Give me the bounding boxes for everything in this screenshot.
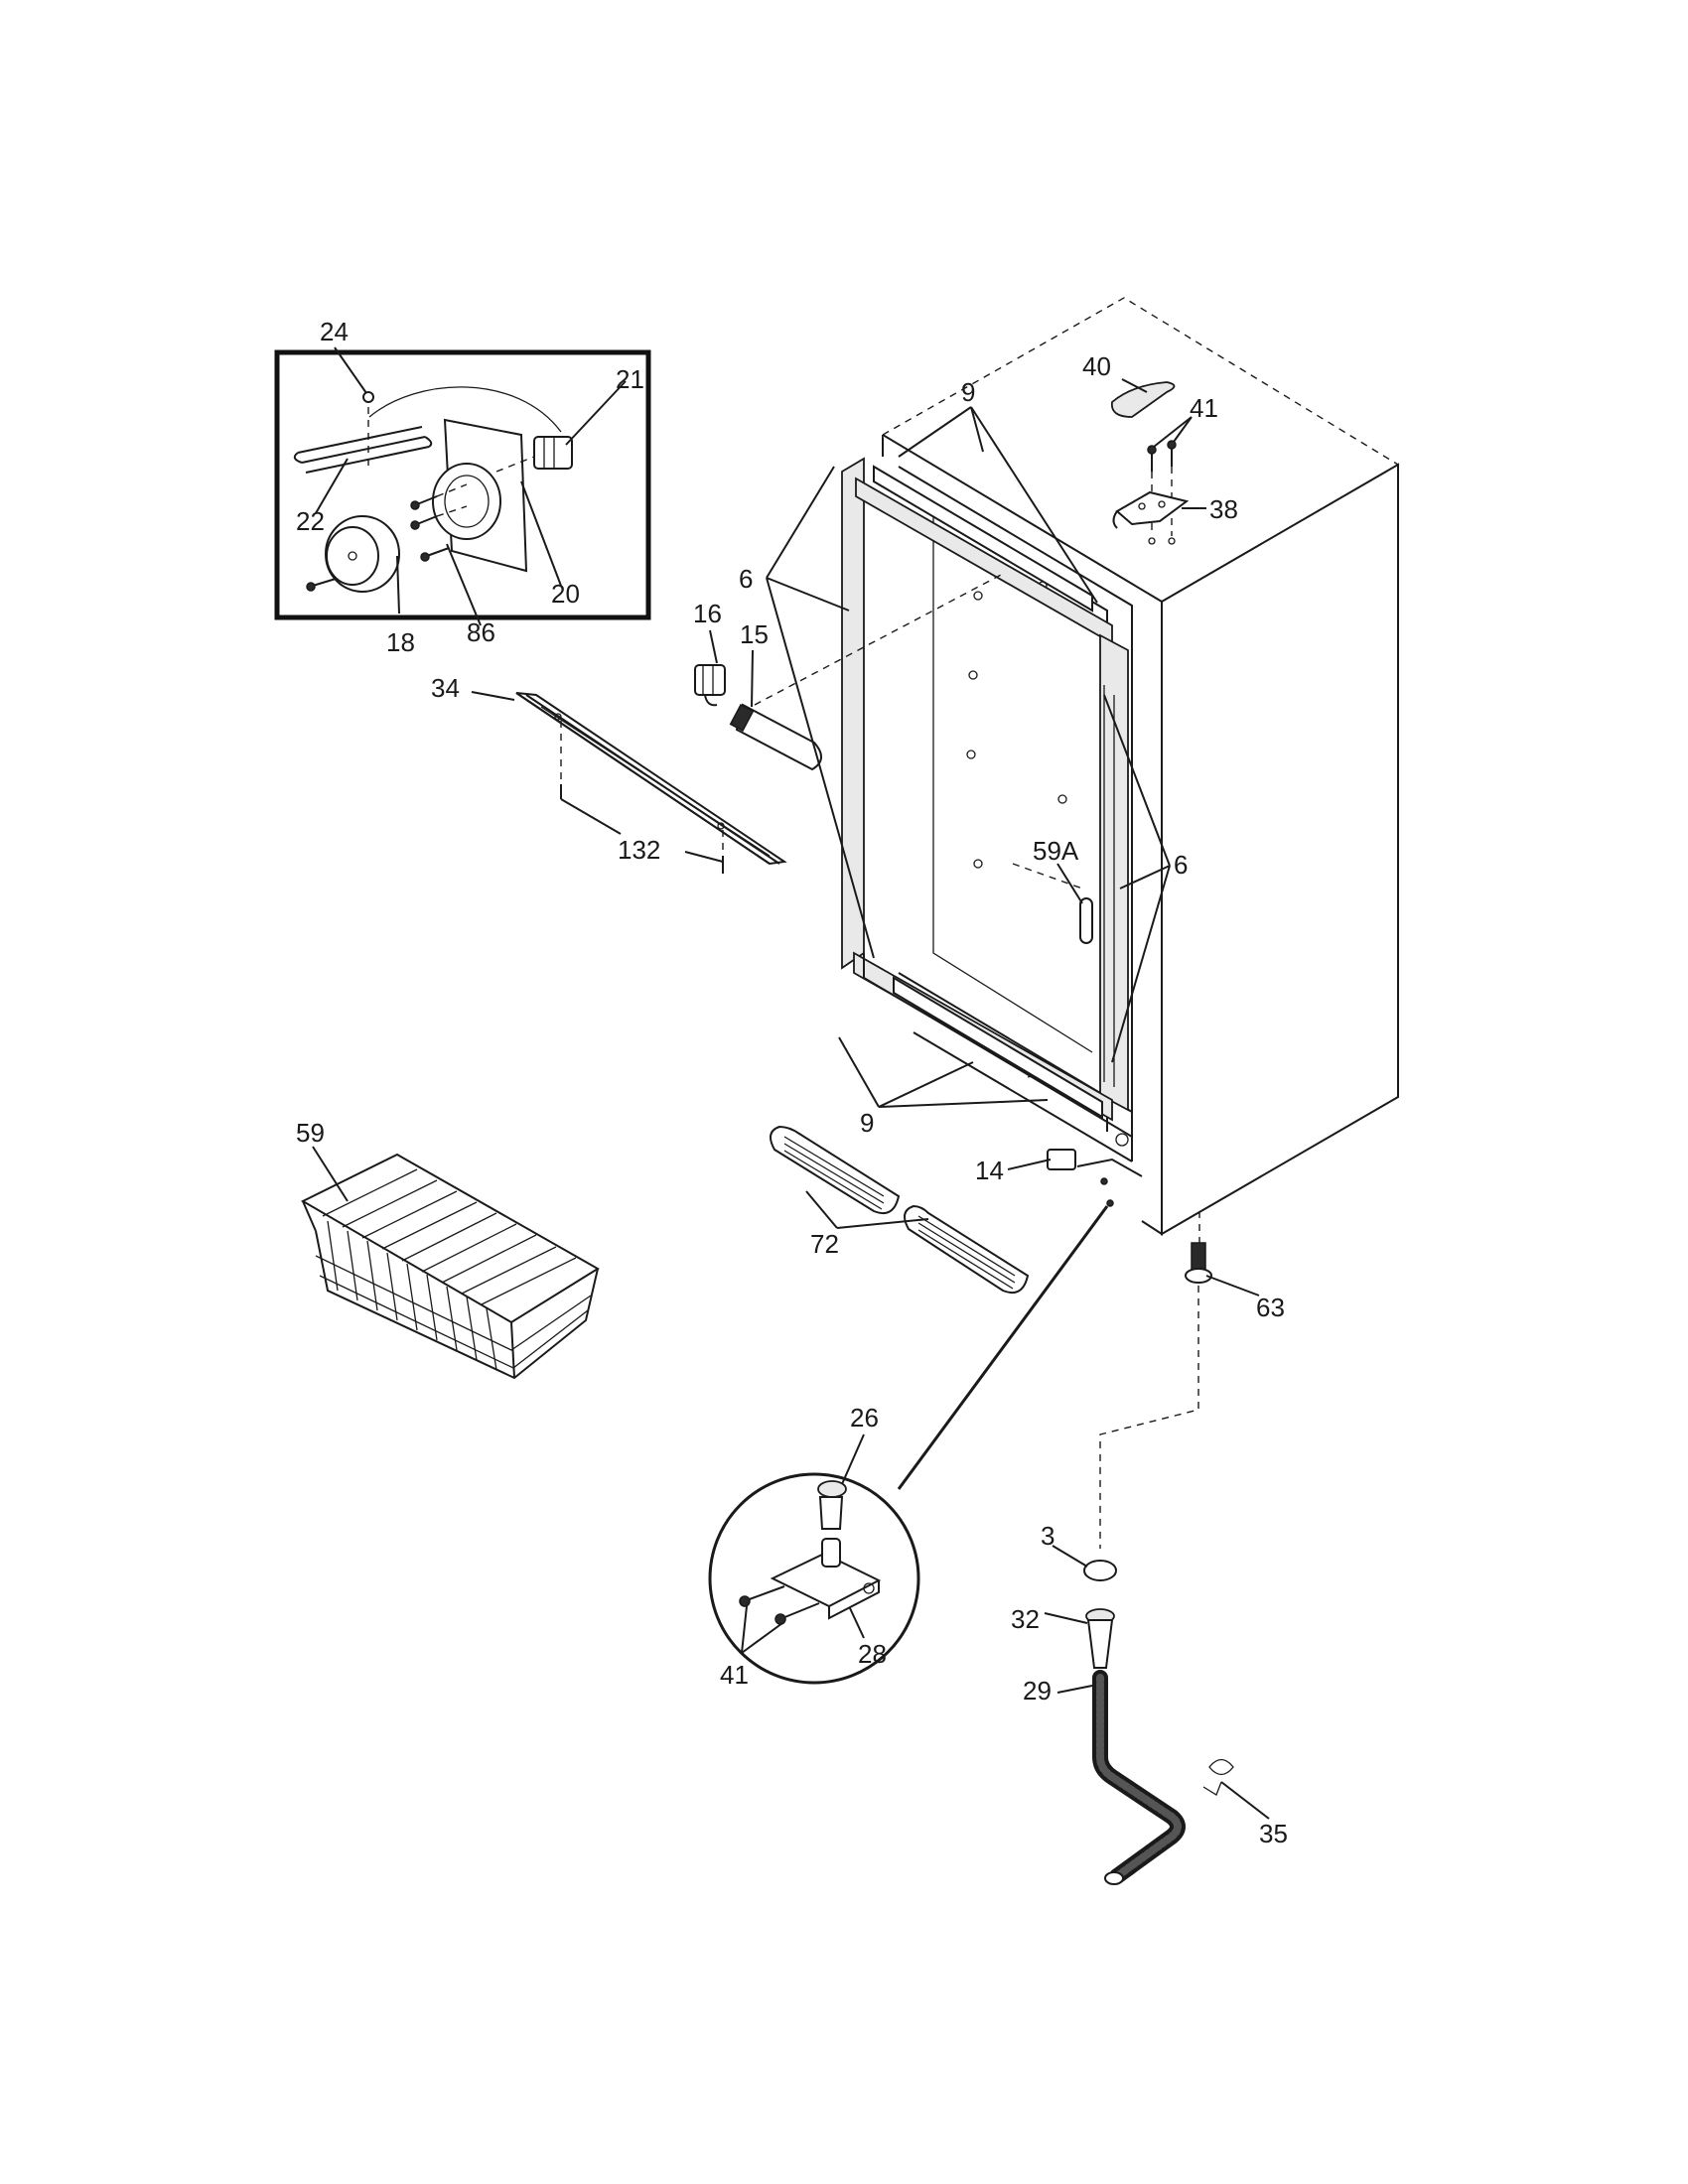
top-hinge <box>1112 490 1190 529</box>
trim-strip <box>515 692 787 866</box>
vent-grilles <box>770 1125 1030 1295</box>
label-15: 15 <box>740 619 769 649</box>
label-3: 3 <box>1041 1521 1055 1551</box>
label-59A: 59A <box>1033 836 1079 866</box>
fan-assembly-inset <box>274 349 651 620</box>
label-35: 35 <box>1259 1819 1288 1848</box>
label-34: 34 <box>431 673 460 703</box>
label-40: 40 <box>1082 351 1111 381</box>
tube-clip <box>1202 1758 1234 1796</box>
wire-basket <box>300 1153 600 1380</box>
label-38: 38 <box>1209 494 1238 524</box>
label-41-top: 41 <box>1190 393 1218 423</box>
label-24: 24 <box>320 317 349 346</box>
label-132: 132 <box>618 835 660 865</box>
label-86: 86 <box>467 617 495 647</box>
label-9-bottom: 9 <box>860 1108 874 1138</box>
trim-screws <box>560 784 724 874</box>
label-29: 29 <box>1023 1676 1052 1706</box>
label-6-right: 6 <box>1174 850 1188 880</box>
label-63: 63 <box>1256 1293 1285 1322</box>
hinge-detail-circle <box>708 1472 920 1685</box>
drain-tube <box>1092 1670 1186 1885</box>
label-72: 72 <box>810 1229 839 1259</box>
thermostat <box>694 664 726 707</box>
leader-lines <box>312 346 1270 1820</box>
label-16: 16 <box>693 599 722 628</box>
label-14: 14 <box>975 1156 1004 1185</box>
door-switch <box>1012 863 1093 944</box>
label-20: 20 <box>551 579 580 609</box>
label-9-top: 9 <box>961 377 975 407</box>
label-32: 32 <box>1011 1604 1040 1634</box>
drain-fitting <box>1085 1608 1115 1669</box>
label-22: 22 <box>296 506 325 536</box>
hinge-cover <box>1110 381 1176 418</box>
drain-plug <box>1083 1286 1199 1581</box>
label-18: 18 <box>386 627 415 657</box>
bottom-hinge-bracket <box>897 1133 1143 1490</box>
label-26: 26 <box>850 1403 879 1433</box>
freezer-cabinet <box>841 297 1400 1261</box>
label-41-bottom: 41 <box>720 1660 749 1690</box>
label-28: 28 <box>858 1639 887 1669</box>
label-59: 59 <box>296 1118 325 1148</box>
label-21: 21 <box>616 364 644 394</box>
leveling-leg <box>1185 1242 1212 1284</box>
label-6-left: 6 <box>739 564 753 594</box>
part-labels: 24 21 22 20 18 86 40 41 38 9 6 16 15 34 … <box>296 317 1288 1848</box>
light-bulb <box>729 573 1004 771</box>
